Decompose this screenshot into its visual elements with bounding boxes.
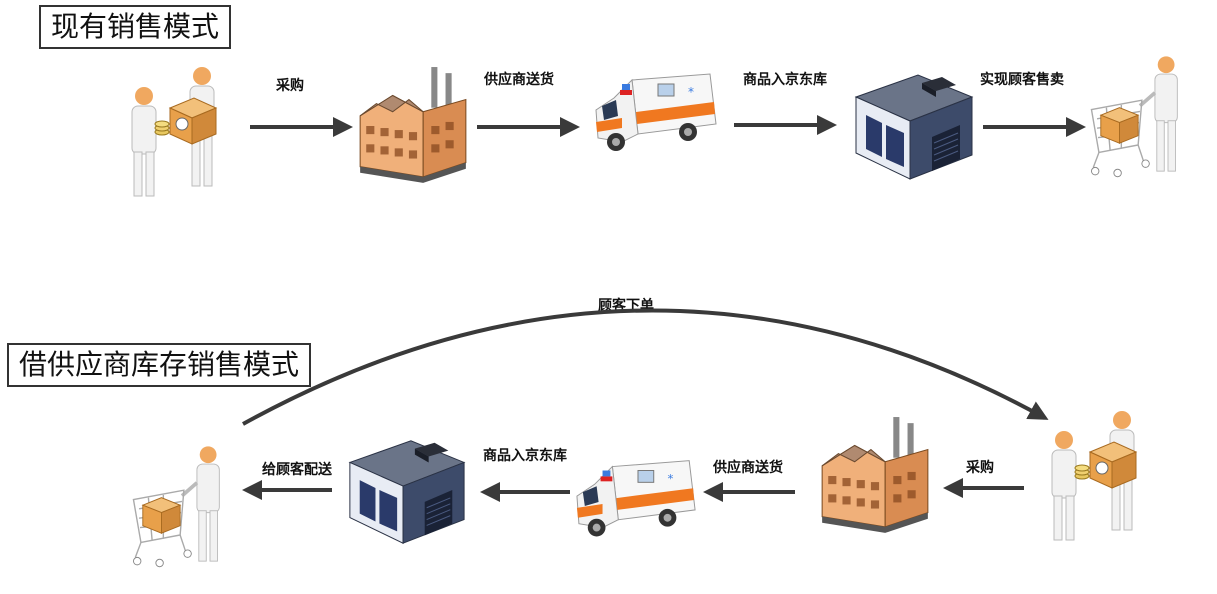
ambulance-truck-icon [595,73,717,152]
step-label-customer-sale: 实现顾客售卖 [980,72,1064,88]
step-label-into-jd-warehouse-bottom: 商品入京东库 [483,448,567,464]
consignment-mode-title: 借供应商库存销售模式 [7,343,312,387]
warehouse-icon [349,440,465,544]
shopper-cart-icon [1091,56,1177,176]
ambulance-truck-icon [576,460,696,537]
step-label-into-jd-warehouse-top: 商品入京东库 [743,72,827,88]
warehouse-icon [855,74,973,180]
arc-arrow-customer-order [242,308,1049,426]
step-label-purchase-bottom: 采购 [966,460,994,476]
step-label-deliver-to-customer: 给顾客配送 [262,462,332,478]
person-with-package-icon [131,66,217,197]
step-label-supplier-delivery-top: 供应商送货 [484,72,554,88]
step-label-supplier-delivery-bottom: 供应商送货 [713,460,783,476]
factory-icon [821,416,929,534]
factory-icon [359,66,467,184]
person-with-package-icon [1051,410,1137,541]
step-label-purchase-top: 采购 [276,78,304,94]
current-mode-title: 现有销售模式 [39,5,232,49]
shopper-cart-icon [133,446,219,566]
